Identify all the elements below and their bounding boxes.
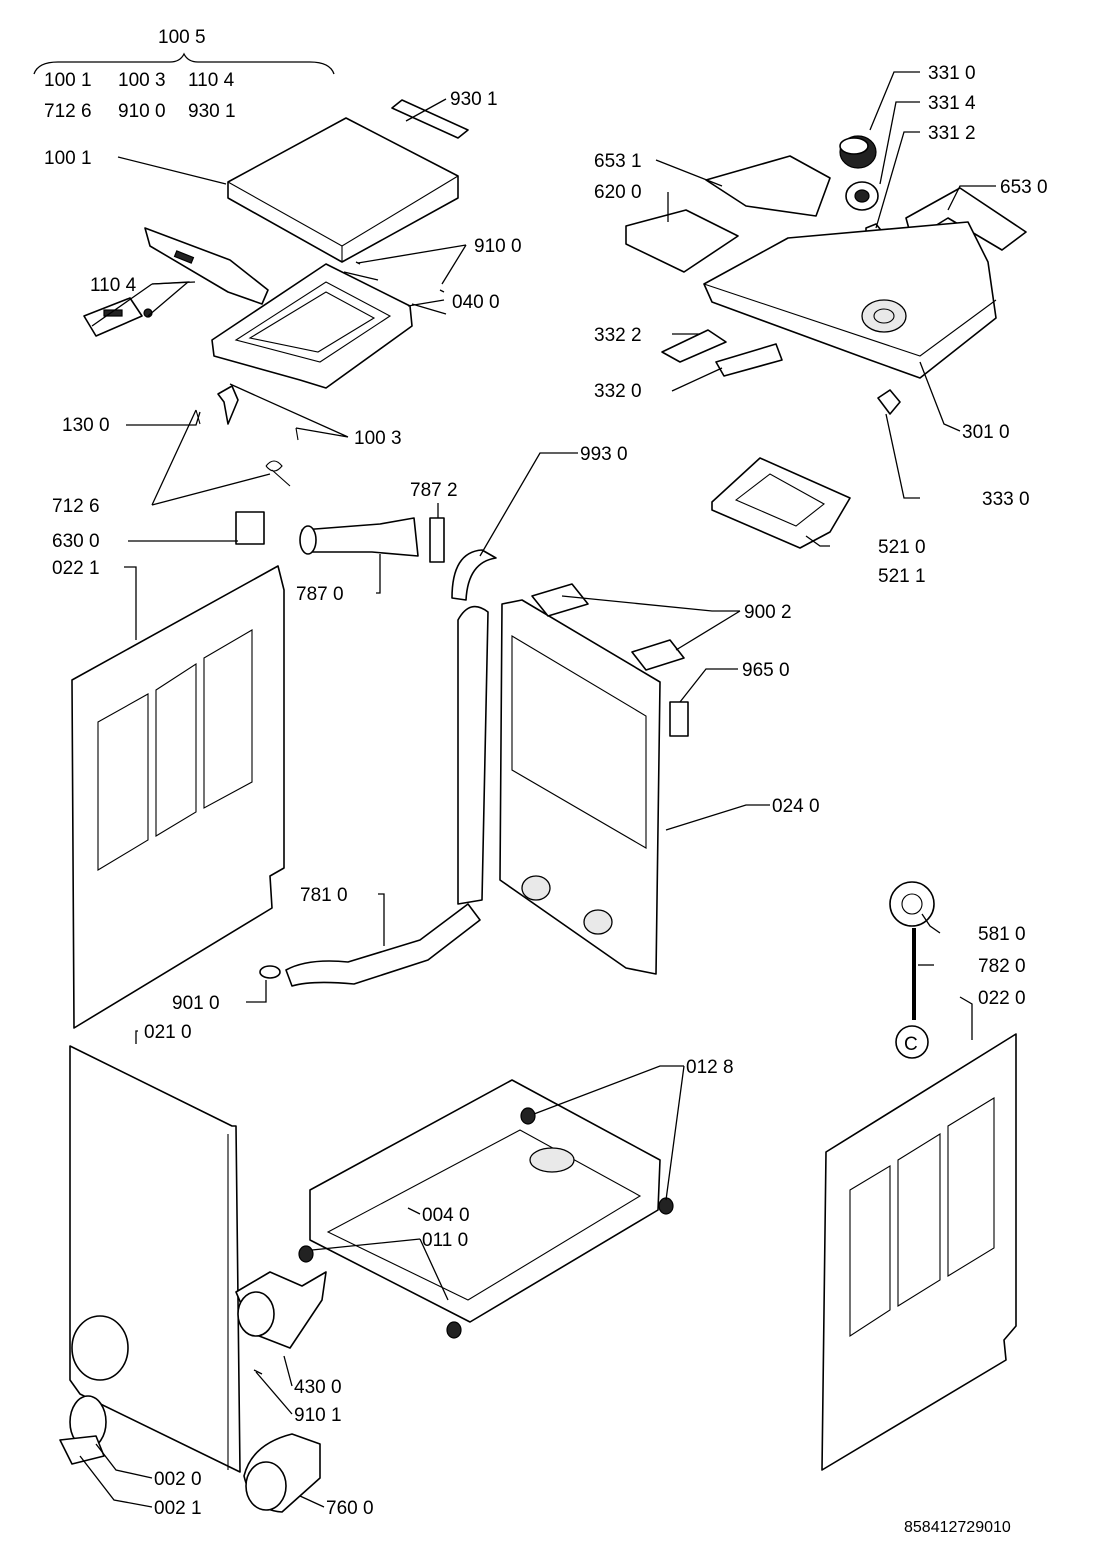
- label-760-0: 760 0: [326, 1498, 374, 1519]
- label-130-0: 130 0: [62, 415, 110, 436]
- hinge-rods-part: [343, 261, 447, 315]
- spring-part: [265, 460, 291, 487]
- label-331-4: 331 4: [928, 93, 976, 114]
- group-item: 100 1: [44, 70, 92, 91]
- plug-part: [259, 965, 281, 979]
- label-910-0: 910 0: [474, 236, 522, 257]
- label-787-2: 787 2: [410, 480, 458, 501]
- pressure-switch-part: [889, 881, 935, 927]
- label-521-0: 521 0: [878, 537, 926, 558]
- label-022-0: 022 0: [978, 988, 1026, 1009]
- lid-lock-part: [83, 297, 143, 337]
- label-712-6: 712 6: [52, 496, 100, 517]
- electronic-board-part: [625, 209, 739, 273]
- group-brace: [33, 52, 335, 75]
- label-012-8: 012 8: [686, 1057, 734, 1078]
- label-100-1: 100 1: [44, 148, 92, 169]
- svg-text:C: C: [904, 1034, 918, 1055]
- label-022-1: 022 1: [52, 558, 100, 579]
- front-panel-part: [69, 1045, 241, 1473]
- filler-part: [235, 511, 265, 545]
- label-910-1: 910 1: [294, 1405, 342, 1426]
- group-item: 930 1: [188, 101, 236, 122]
- button-set-part: [661, 329, 783, 377]
- leader-lines: [79, 71, 996, 1508]
- vertical-hose-part: [457, 605, 489, 905]
- label-110-4: 110 4: [90, 275, 137, 296]
- base-frame-part: [309, 1079, 661, 1323]
- label-630-0: 630 0: [52, 531, 100, 552]
- label-100-3: 100 3: [354, 428, 402, 449]
- label-301-0: 301 0: [962, 422, 1010, 443]
- rear-panel-part: [499, 599, 661, 975]
- label-331-2: 331 2: [928, 123, 976, 144]
- lid-strip-part: [391, 99, 469, 139]
- lid-part: [227, 117, 459, 263]
- lamp-part: [877, 389, 901, 415]
- label-024-0: 024 0: [772, 796, 820, 817]
- button-holder-part: [705, 155, 831, 217]
- elbow-hose-part: [451, 549, 497, 601]
- hinge-part: [217, 385, 239, 425]
- label-993-0: 993 0: [580, 444, 628, 465]
- label-653-0: 653 0: [1000, 177, 1048, 198]
- label-002-0: 002 0: [154, 1469, 202, 1490]
- bellows-part: [299, 517, 419, 557]
- label-620-0: 620 0: [594, 182, 642, 203]
- label-653-1: 653 1: [594, 151, 642, 172]
- label-782-0: 782 0: [978, 956, 1026, 977]
- bracket-part: [531, 583, 685, 671]
- side-panel-left-part: [71, 565, 285, 1029]
- filter-box-part: [669, 701, 689, 737]
- group-header: 100 5 100 1 100 3 110 4 712 6 910 0 930 …: [33, 27, 335, 122]
- group-header-label: 100 5: [158, 27, 206, 48]
- label-040-0: 040 0: [452, 292, 500, 313]
- label-787-0: 787 0: [296, 584, 344, 605]
- label-901-0: 901 0: [172, 993, 220, 1014]
- top-frame-part: [211, 263, 413, 389]
- screw-part: [253, 1369, 263, 1375]
- side-panel-right-part: [821, 1033, 1017, 1471]
- pin-part: [195, 409, 299, 441]
- part-labels: 930 1 100 1 910 0 040 0 110 4 130 0 100 …: [44, 63, 1048, 1519]
- group-item: 910 0: [118, 101, 166, 122]
- label-521-1: 521 1: [878, 566, 926, 587]
- pump-part: [235, 1271, 327, 1349]
- label-965-0: 965 0: [742, 660, 790, 681]
- label-333-0: 333 0: [982, 489, 1030, 510]
- label-332-0: 332 0: [594, 381, 642, 402]
- foot-part: [298, 1107, 674, 1339]
- label-004-0: 004 0: [422, 1205, 470, 1226]
- control-panel-part: [703, 221, 997, 379]
- label-430-0: 430 0: [294, 1377, 342, 1398]
- valve-part: [429, 517, 445, 563]
- label-930-1: 930 1: [450, 89, 498, 110]
- label-011-0: 011 0: [422, 1230, 468, 1251]
- hose-horizontal-part: [285, 903, 481, 987]
- filter-part: [243, 1433, 321, 1513]
- label-021-0: 021 0: [144, 1022, 192, 1043]
- lid-handle-part: [144, 227, 269, 305]
- knob-ring-part: [845, 181, 879, 211]
- knob-part: [839, 135, 877, 169]
- label-331-0: 331 0: [928, 63, 976, 84]
- connector-c-marker: C: [895, 1025, 929, 1059]
- group-item: 110 4: [188, 70, 235, 91]
- label-781-0: 781 0: [300, 885, 348, 906]
- label-002-1: 002 1: [154, 1498, 202, 1519]
- label-581-0: 581 0: [978, 924, 1026, 945]
- cover-clip-part: [59, 1435, 105, 1465]
- label-900-2: 900 2: [744, 602, 792, 623]
- group-item: 100 3: [118, 70, 166, 91]
- document-id: 858412729010: [904, 1519, 1011, 1536]
- pcb-module-part: [711, 457, 851, 549]
- group-item: 712 6: [44, 101, 92, 122]
- label-332-2: 332 2: [594, 325, 642, 346]
